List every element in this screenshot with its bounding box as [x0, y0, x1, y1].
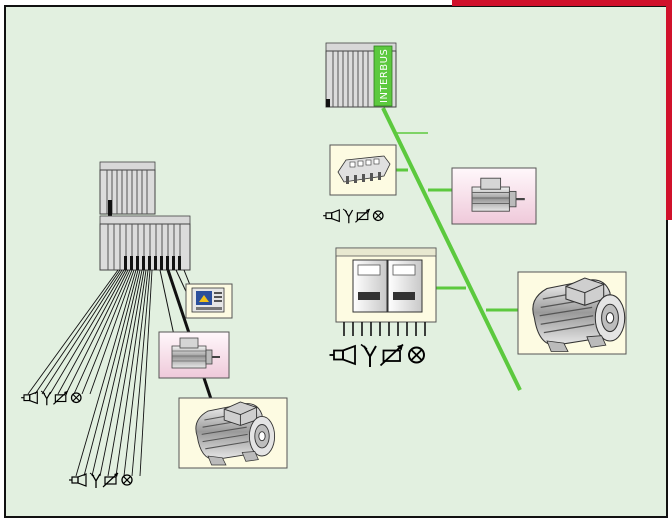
drive-panel-left: [158, 331, 230, 379]
conventional-wiring-system: [20, 161, 288, 489]
parallel-wiring-bundle-a: [27, 269, 135, 395]
motor-panel-left: [178, 397, 288, 469]
parallel-wiring-bundle-b: [75, 269, 153, 477]
plc-rack-upper: [99, 161, 156, 230]
red-accent-edge: [666, 0, 672, 220]
motor-panel-right: [517, 271, 627, 355]
interbus-badge: [373, 45, 393, 107]
controller-cabinet: [335, 247, 437, 336]
plc-rack-lower: [99, 215, 191, 271]
interbus-trunk-line: [381, 107, 522, 391]
cable-to-drive: [159, 269, 176, 341]
red-accent-bar: [452, 0, 672, 6]
servo-drive-panel: [451, 167, 537, 225]
interbus-master-module: INTERBUS: [325, 42, 397, 108]
drive-unit-right: [387, 259, 423, 313]
interbus-system: INTERBUS: [322, 42, 627, 391]
io-terminal-module: [329, 144, 397, 196]
operator-terminal: [185, 283, 233, 319]
drive-unit-left: [352, 259, 388, 313]
interbus-label: INTERBUS: [379, 49, 390, 103]
